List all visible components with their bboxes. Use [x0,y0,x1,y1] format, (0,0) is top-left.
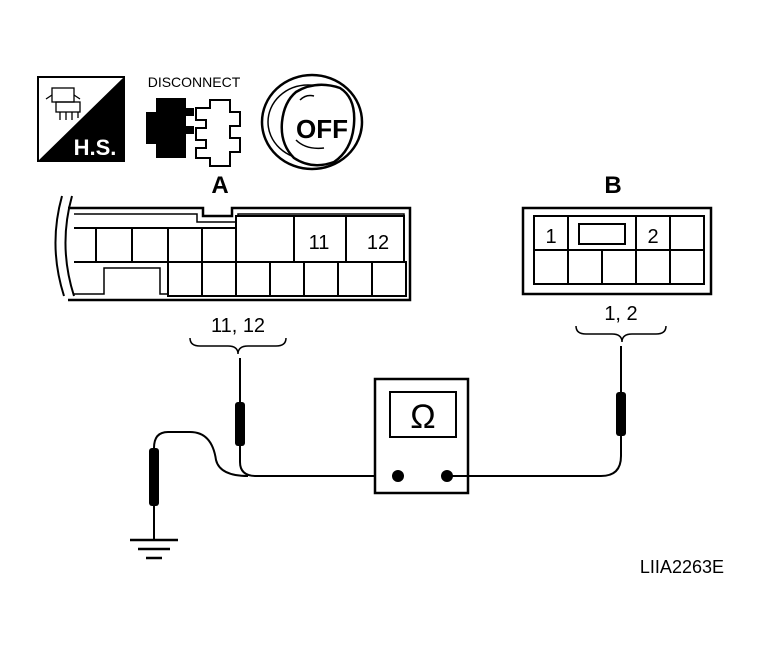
meter-terminal-left [392,470,404,482]
connector-b-pin-2: 2 [647,226,658,248]
probe-b [447,346,626,477]
ground-probe [130,431,249,560]
ignition-off-label: OFF [296,114,348,144]
ignition-key-icon: OFF [260,73,364,171]
probe-brace-a: 11, 12 [189,315,287,355]
connector-b: B 1 2 [521,172,713,296]
harness-side-label: H.S. [74,135,117,160]
probe-label-b: 1, 2 [604,303,637,325]
connector-a-pin-11: 11 [309,232,330,254]
ohm-symbol: Ω [410,398,435,436]
ground-icon [130,538,178,560]
disconnect-label: DISCONNECT [148,74,241,90]
harness-side-icon: H.S. [37,76,125,162]
probe-a [235,358,398,477]
connector-b-label: B [604,172,621,199]
probe-label-a: 11, 12 [211,315,265,337]
connector-a-pin-12: 12 [367,232,389,254]
ohmmeter-icon: Ω [373,377,470,495]
figure-code: LIIA2263E [640,557,724,577]
connector-a: A 11 12 [54,172,412,302]
connector-a-label: A [211,172,228,199]
disconnect-icon: DISCONNECT [146,74,241,167]
connector-b-pin-1: 1 [545,226,556,248]
probe-brace-b: 1, 2 [575,303,667,343]
